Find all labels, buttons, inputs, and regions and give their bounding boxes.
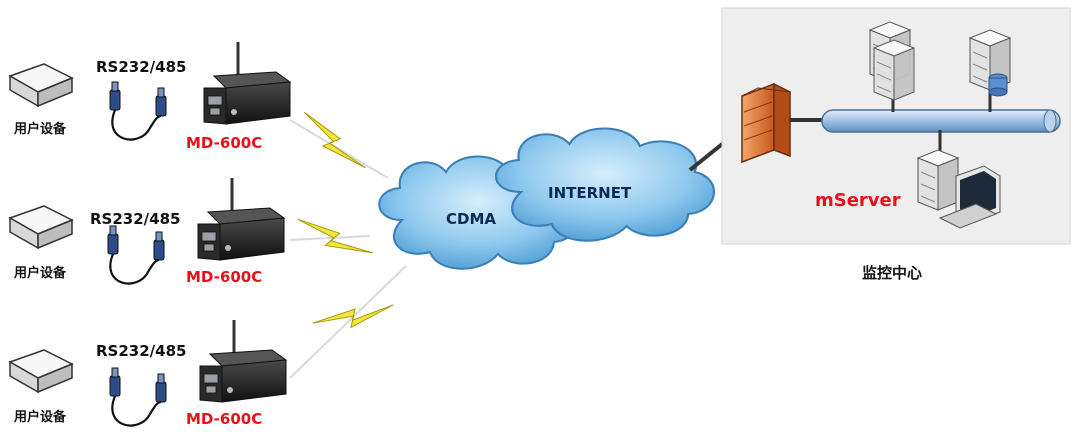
- wireless-link-2: [289, 235, 371, 241]
- modem-icon-2: [196, 176, 286, 262]
- user-device-icon-2: [9, 205, 73, 249]
- model-label-3: MD-600C: [186, 410, 263, 428]
- lightning-icon-3: [312, 273, 394, 355]
- interface-label-2: RS232/485: [90, 210, 181, 228]
- network-backbone: [821, 109, 1061, 133]
- mserver-workstation-icon: [917, 149, 1001, 229]
- monitoring-center-title: 监控中心: [862, 264, 923, 282]
- modem-icon-3: [198, 318, 288, 404]
- modem-icon-1: [202, 40, 292, 126]
- user-device-icon-1: [9, 63, 73, 107]
- cdma-label: CDMA: [446, 210, 496, 228]
- model-label-2: MD-600C: [186, 268, 263, 286]
- user-device-label-1: 用户设备: [14, 122, 67, 137]
- model-label-1: MD-600C: [186, 134, 263, 152]
- interface-label-1: RS232/485: [96, 58, 187, 76]
- user-device-icon-3: [9, 349, 73, 393]
- user-device-label-3: 用户设备: [14, 410, 67, 425]
- wireless-link-1: [289, 119, 389, 179]
- firewall-icon: [741, 82, 791, 164]
- interface-label-3: RS232/485: [96, 342, 187, 360]
- lightning-icon-1: [296, 111, 374, 169]
- user-device-label-2: 用户设备: [14, 266, 67, 281]
- wireless-link-3: [289, 265, 407, 379]
- mserver-label: mServer: [815, 190, 901, 211]
- internet-label: INTERNET: [548, 184, 632, 202]
- serial-cable-icon-1: [108, 80, 168, 141]
- database-server-icon: [969, 29, 1011, 97]
- serial-cable-icon-3: [108, 366, 168, 427]
- rack-server-icon: [869, 21, 915, 101]
- serial-cable-icon-2: [106, 224, 166, 285]
